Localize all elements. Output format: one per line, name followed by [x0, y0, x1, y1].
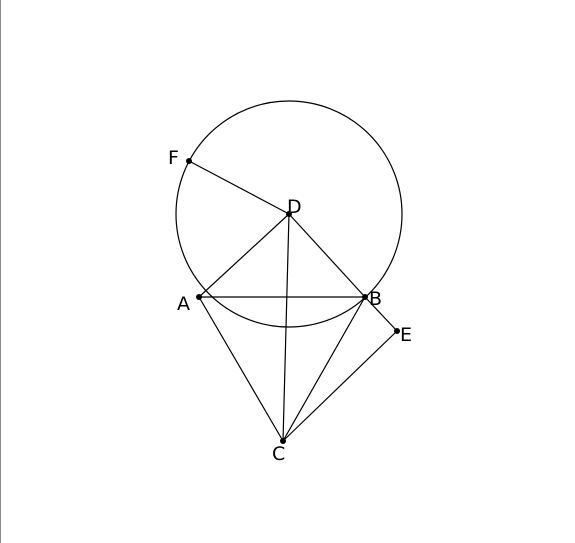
- label-b: B: [369, 288, 382, 310]
- point-e: [394, 328, 400, 334]
- point-d: [286, 211, 292, 217]
- segment-bc: [282, 296, 366, 442]
- point-f: [186, 158, 192, 164]
- segment-ac: [198, 296, 284, 442]
- point-a: [196, 294, 202, 300]
- label-c: C: [272, 443, 285, 465]
- circle-d: [175, 100, 403, 328]
- label-f: F: [168, 147, 179, 169]
- segment-df: [188, 160, 290, 215]
- segment-ce: [282, 330, 398, 442]
- segment-dc: [282, 213, 290, 442]
- point-b: [362, 294, 368, 300]
- segment-ad: [198, 213, 290, 298]
- segment-db: [288, 213, 366, 298]
- label-e: E: [400, 324, 412, 346]
- label-a: A: [177, 293, 190, 315]
- point-c: [280, 438, 286, 444]
- label-d: D: [287, 196, 302, 218]
- segment-be: [364, 296, 398, 332]
